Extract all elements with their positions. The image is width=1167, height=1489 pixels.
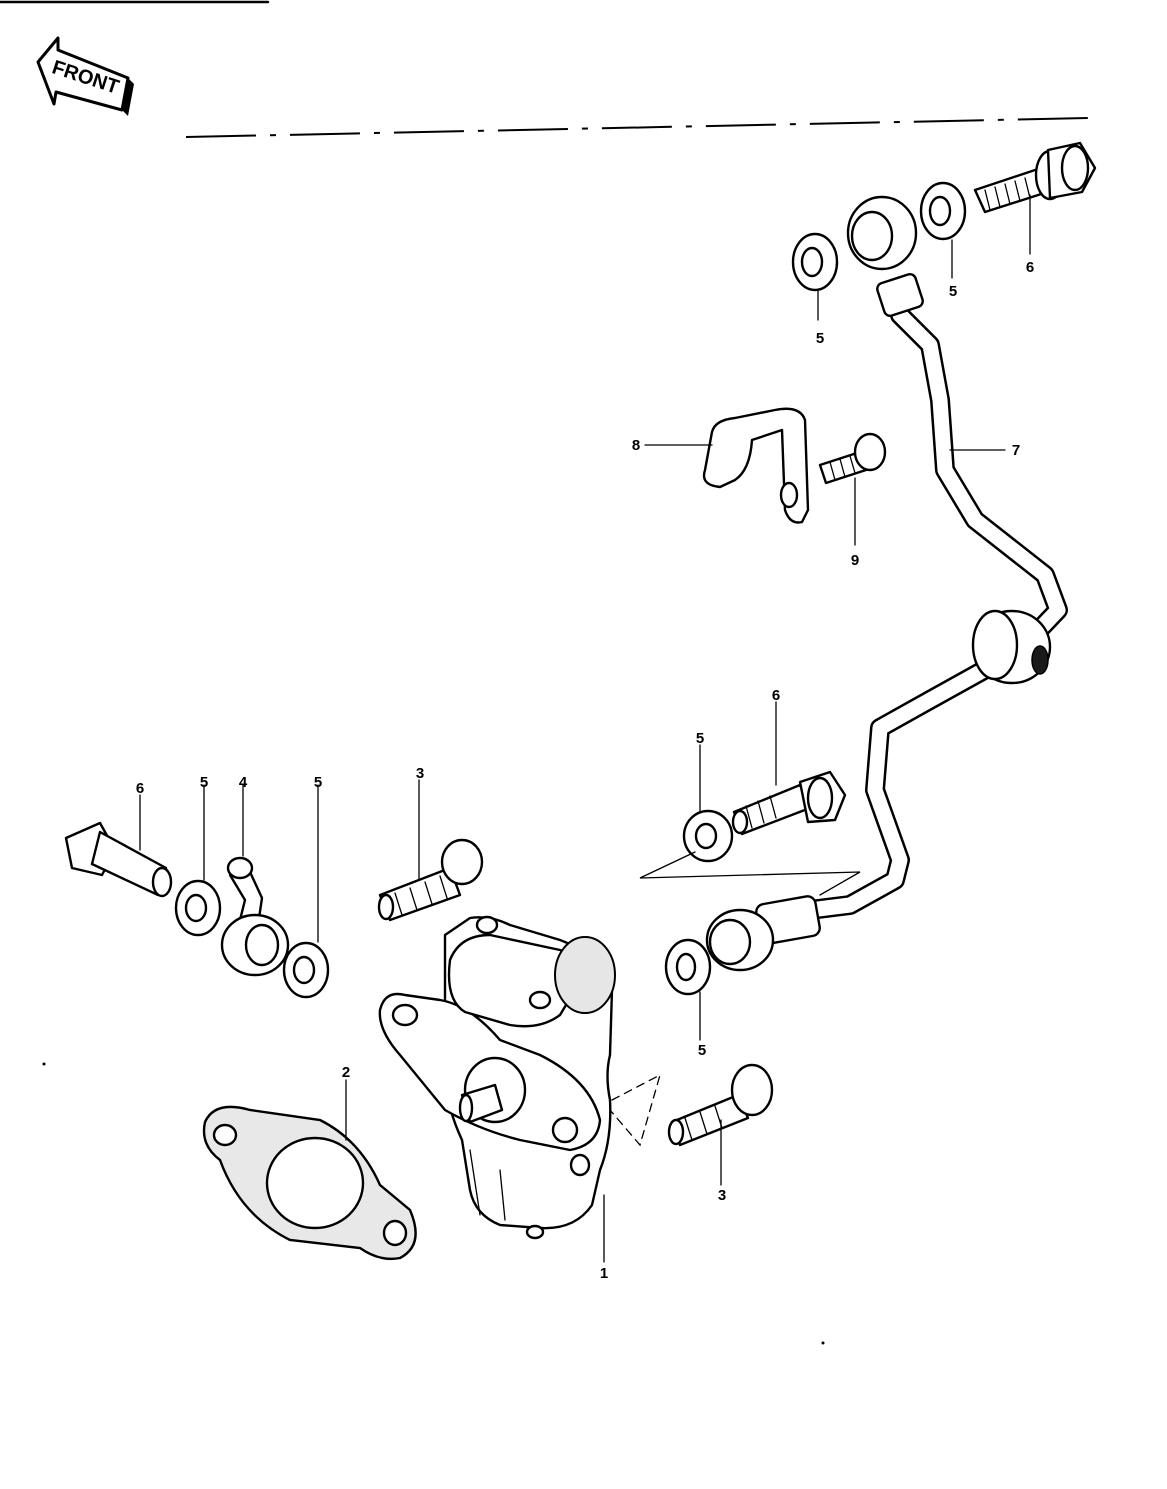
banjo-fitting [220,856,290,977]
oil-pipe [800,305,1068,920]
bolt-top [973,141,1097,214]
leader-lines [139,194,1031,1263]
label-washer-left-b: 5 [314,774,322,791]
screw-lower [667,1063,774,1147]
speck [42,1062,46,1066]
label-pipe: 7 [1012,442,1020,459]
front-arrow-icon: FRONT [36,36,134,116]
separator-line [185,117,1091,138]
washer-lower [664,938,712,996]
label-washer-top-right: 5 [949,283,957,300]
label-bolt-mid: 6 [772,687,780,704]
washer-top-left [791,232,839,292]
screw-upper [377,838,484,922]
gasket [202,1105,417,1261]
label-bolt-left: 6 [136,780,144,797]
pipe-banjo-bottom [705,895,821,972]
label-clamp-bolt: 9 [851,552,859,569]
pipe-banjo-top [846,195,924,317]
label-banjo-fitting: 4 [239,774,248,791]
guide-line-mid [639,851,861,896]
washer-left-a [174,879,222,937]
label-washer-lower: 5 [698,1042,706,1059]
clamp-bolt [818,432,887,485]
label-screw-lower: 3 [718,1187,726,1204]
fuel-pump [378,915,616,1240]
label-screw-upper: 3 [416,765,424,782]
washer-left-b [282,941,330,999]
washer-top-right [919,181,967,241]
label-washer-top-left: 5 [816,330,824,347]
label-washer-left-a: 5 [200,774,208,791]
bolt-left [64,821,173,898]
label-clamp: 8 [632,437,640,454]
label-washer-mid: 5 [696,730,704,747]
label-fuel-pump: 1 [600,1265,608,1282]
guide-line-pump [609,1073,662,1147]
washer-mid [682,809,734,863]
bolt-mid [731,770,847,836]
speck [821,1341,825,1345]
label-gasket: 2 [342,1064,350,1081]
label-bolt-top: 6 [1026,259,1034,276]
clamp [702,407,810,524]
